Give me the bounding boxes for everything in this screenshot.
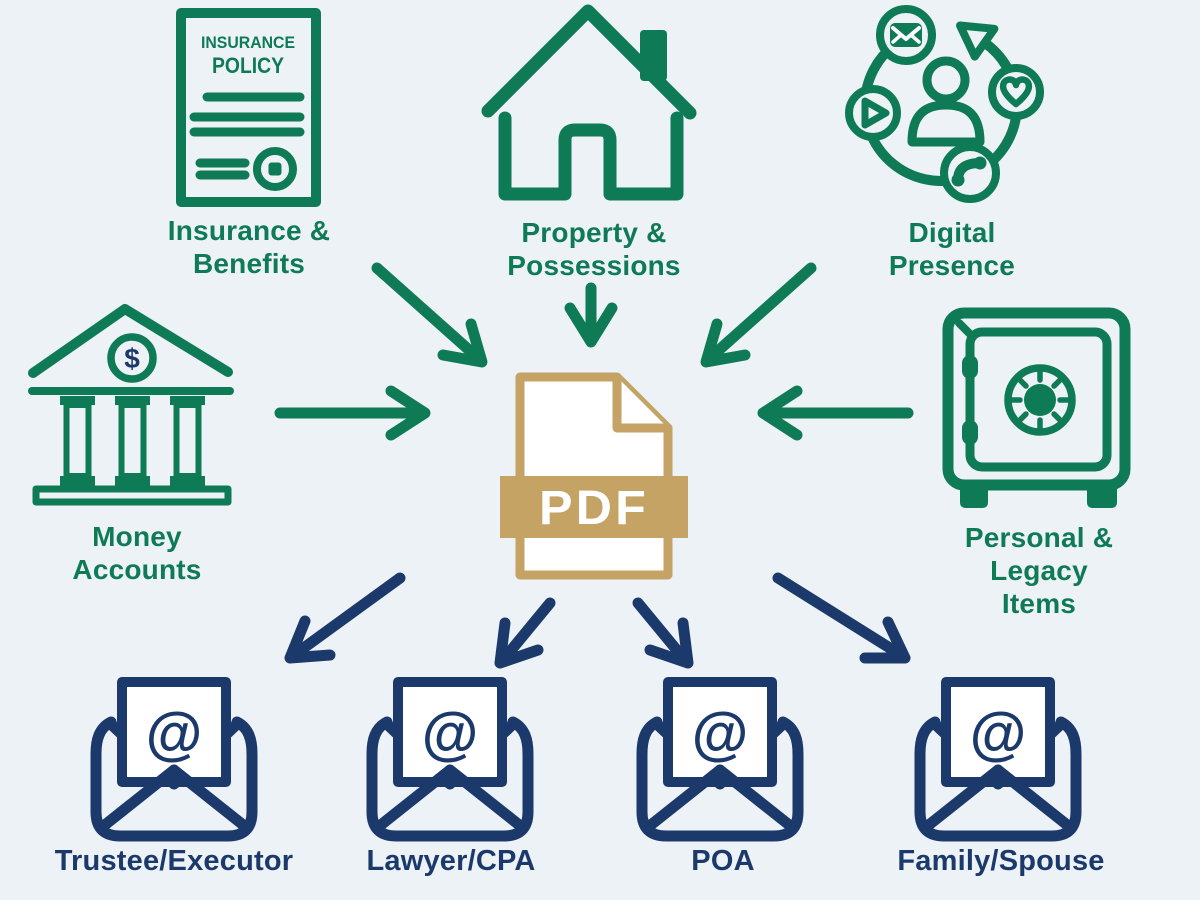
dollar-circle bbox=[107, 333, 157, 383]
insurance-policy-icon: INSURANCE POLICY bbox=[176, 8, 321, 207]
ring-arrowhead bbox=[956, 21, 999, 61]
pdf-banner bbox=[500, 476, 688, 538]
phone-badge-icon bbox=[940, 143, 1000, 203]
roof bbox=[481, 4, 697, 120]
email-envelope-icon-poa: @ bbox=[635, 678, 805, 843]
label-digital-presence: Digital Presence bbox=[888, 217, 1016, 281]
arrow-pdf-to-lawyer bbox=[494, 597, 556, 669]
label-lawyer-cpa: Lawyer/CPA bbox=[366, 845, 536, 877]
at-symbol: @ bbox=[422, 701, 479, 766]
arrow-insurance-to-pdf bbox=[371, 262, 488, 368]
label-personal-legacy-items: Personal & Legacy Items bbox=[964, 522, 1114, 619]
label-money-accounts: Money Accounts bbox=[72, 521, 202, 585]
label-insurance-benefits: Insurance & Benefits bbox=[167, 215, 331, 279]
house-body bbox=[498, 111, 684, 201]
arrow-pdf-to-poa bbox=[632, 597, 694, 669]
label-property-possessions: Property & Possessions bbox=[507, 217, 681, 281]
bank-base bbox=[32, 485, 232, 506]
digital-presence-icon bbox=[845, 5, 1044, 203]
label-poa: POA bbox=[691, 845, 755, 877]
house-icon bbox=[481, 4, 697, 201]
columns bbox=[60, 396, 205, 486]
pdf-banner-label: PDF bbox=[539, 482, 649, 535]
bank-icon: $ bbox=[28, 304, 234, 506]
dial-icon bbox=[1004, 364, 1076, 436]
play-badge-icon bbox=[845, 85, 901, 141]
person-icon bbox=[907, 56, 985, 147]
safe-icon bbox=[942, 307, 1131, 508]
insurance-doc-title: INSURANCE bbox=[201, 33, 295, 52]
hinge-top bbox=[962, 355, 978, 379]
email-envelope-icon-trustee: @ bbox=[89, 678, 259, 843]
arrow-money-to-pdf bbox=[274, 385, 431, 441]
heart-badge-icon bbox=[988, 64, 1044, 120]
arrow-digital-to-pdf bbox=[700, 262, 817, 368]
bank-roof bbox=[28, 304, 233, 378]
label-family-spouse: Family/Spouse bbox=[897, 845, 1105, 877]
email-badge-icon bbox=[876, 5, 936, 65]
label-trustee-executor: Trustee/Executor bbox=[54, 845, 294, 877]
document-text-lines bbox=[189, 92, 305, 180]
pdf-folded-corner bbox=[612, 372, 673, 433]
arrow-pdf-to-family bbox=[772, 572, 911, 664]
arrow-pdf-to-trustee bbox=[284, 572, 406, 664]
at-symbol: @ bbox=[146, 701, 203, 766]
safe-door bbox=[965, 327, 1112, 472]
insurance-doc-subtitle: POLICY bbox=[212, 53, 284, 78]
dollar-symbol: $ bbox=[124, 343, 140, 374]
seal-icon bbox=[253, 147, 297, 191]
hinge-bottom bbox=[962, 420, 978, 445]
email-envelope-icon-family: @ bbox=[913, 678, 1083, 843]
pdf-file-icon: PDF bbox=[500, 372, 688, 580]
at-symbol: @ bbox=[970, 701, 1027, 766]
arrow-personal-to-pdf bbox=[757, 385, 914, 441]
email-envelope-icon-lawyer: @ bbox=[365, 678, 535, 843]
arrow-property-to-pdf bbox=[564, 282, 618, 348]
at-symbol: @ bbox=[692, 701, 749, 766]
